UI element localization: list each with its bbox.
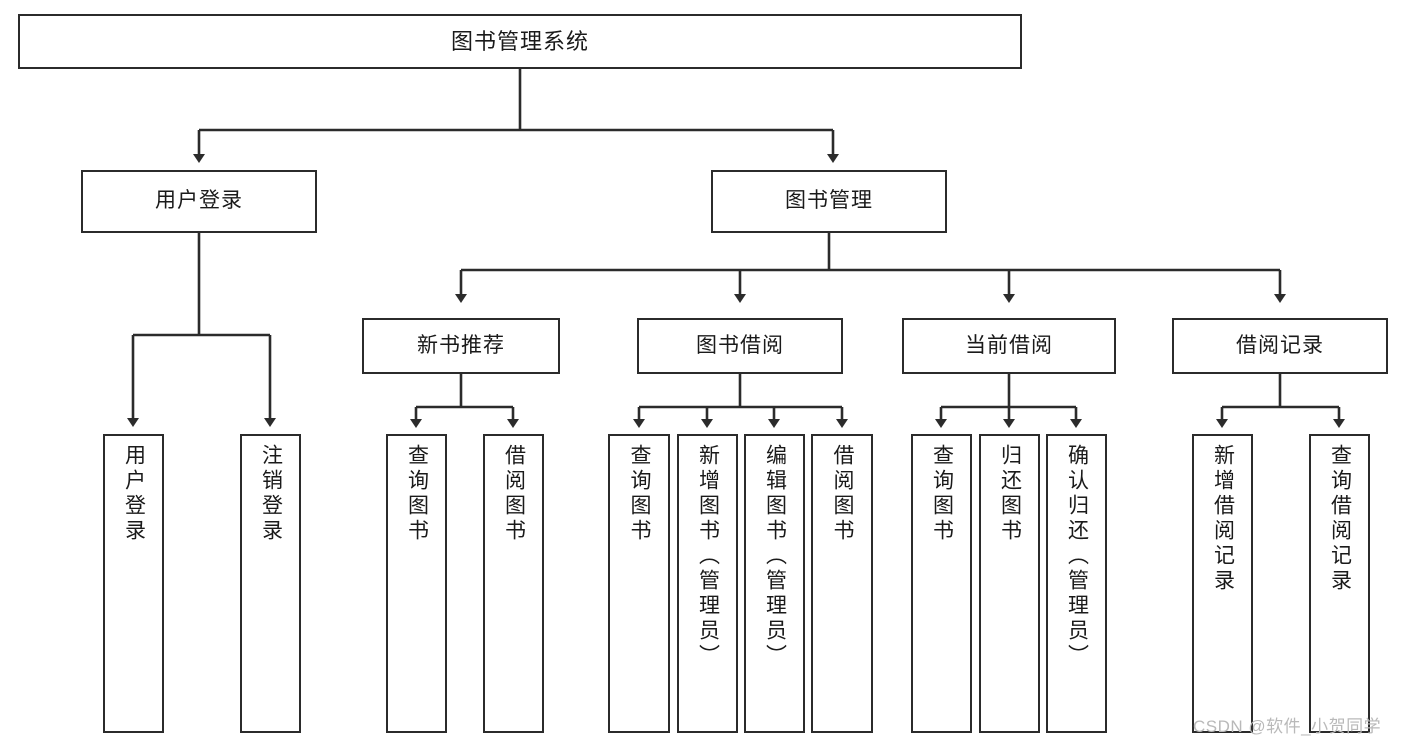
node-label: 新增借阅记录 (1211, 444, 1235, 594)
node-label: 借阅图书 (502, 444, 526, 544)
node-label: 注销登录 (259, 444, 283, 544)
node-label: 查询图书 (405, 444, 429, 544)
leaf-confirm-return-admin[interactable]: 确认归还（管理员） (1046, 434, 1107, 733)
leaf-add-borrow-record[interactable]: 新增借阅记录 (1192, 434, 1253, 733)
node-user-login[interactable]: 用户登录 (81, 170, 317, 233)
leaf-add-book-admin[interactable]: 新增图书（管理员） (677, 434, 738, 733)
node-label: 归还图书 (998, 444, 1022, 544)
node-label: 确认归还（管理员） (1065, 444, 1089, 669)
node-label: 借阅记录 (1236, 333, 1324, 357)
node-label: 借阅图书 (831, 444, 855, 544)
watermark-text: CSDN @软件_小贺同学 (1193, 717, 1382, 736)
leaf-query-book-recommend[interactable]: 查询图书 (386, 434, 447, 733)
node-label: 用户登录 (122, 444, 146, 544)
node-label: 新书推荐 (417, 333, 505, 357)
node-borrow-record[interactable]: 借阅记录 (1172, 318, 1388, 374)
leaf-logout[interactable]: 注销登录 (240, 434, 301, 733)
node-label: 图书借阅 (696, 333, 784, 357)
node-label: 编辑图书（管理员） (763, 444, 787, 669)
leaf-return-book[interactable]: 归还图书 (979, 434, 1040, 733)
leaf-query-borrow-record[interactable]: 查询借阅记录 (1309, 434, 1370, 733)
node-label: 图书管理 (785, 189, 873, 213)
node-book-borrow[interactable]: 图书借阅 (637, 318, 843, 374)
node-label: 查询图书 (930, 444, 954, 544)
leaf-user-login[interactable]: 用户登录 (103, 434, 164, 733)
leaf-borrow-book[interactable]: 借阅图书 (811, 434, 873, 733)
node-label: 当前借阅 (965, 333, 1053, 357)
node-label: 新增图书（管理员） (696, 444, 720, 669)
node-new-book-recommend[interactable]: 新书推荐 (362, 318, 560, 374)
node-label: 查询借阅记录 (1328, 444, 1352, 594)
node-label: 用户登录 (155, 189, 243, 213)
leaf-edit-book-admin[interactable]: 编辑图书（管理员） (744, 434, 805, 733)
node-current-borrow[interactable]: 当前借阅 (902, 318, 1116, 374)
node-book-management[interactable]: 图书管理 (711, 170, 947, 233)
leaf-query-book-current[interactable]: 查询图书 (911, 434, 972, 733)
node-label: 图书管理系统 (450, 28, 589, 54)
leaf-query-book-borrow[interactable]: 查询图书 (608, 434, 670, 733)
node-root-book-management-system[interactable]: 图书管理系统 (18, 14, 1022, 69)
leaf-borrow-book-recommend[interactable]: 借阅图书 (483, 434, 544, 733)
node-label: 查询图书 (628, 444, 652, 544)
